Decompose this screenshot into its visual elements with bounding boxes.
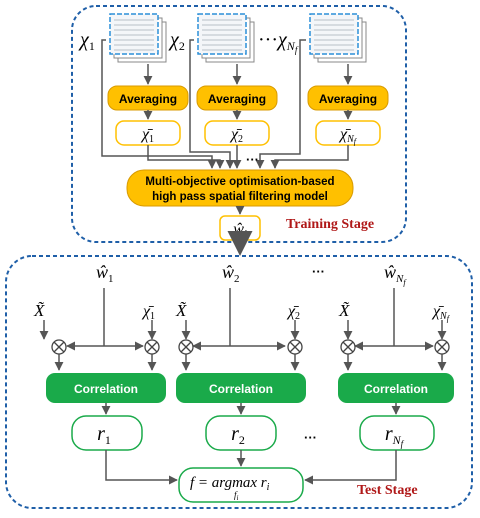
result-label-nf: rNf (385, 423, 405, 449)
test-stage-border (5, 255, 473, 509)
test-template-2: χ̄2 (286, 303, 300, 322)
correlation-label-2: Correlation (209, 382, 273, 396)
multiply-icon (287, 339, 303, 355)
result-label-2: r2 (231, 423, 245, 447)
test-ellipsis-top: ··· (312, 264, 325, 279)
correlation-box-nf (338, 373, 454, 403)
model-label-line1: Multi-objective optimisation-based (145, 176, 334, 188)
training-input-nf: ···χNf (258, 29, 299, 55)
test-filter-2: ŵ2 (222, 262, 240, 285)
training-ellipsis: ··· (246, 152, 259, 167)
decision-formula: f = argmax ri (190, 475, 270, 493)
correlation-label-nf: Correlation (364, 382, 428, 396)
averaging-label-nf: Averaging (319, 92, 377, 106)
decision-under: fi (234, 490, 239, 502)
result-box-nf (359, 415, 435, 451)
decision-box (178, 467, 304, 503)
training-input-2: χ2 (168, 29, 185, 53)
averaging-label-1: Averaging (119, 92, 177, 106)
test-input-x-2: X̃ (175, 301, 187, 320)
test-filter-nf: ŵNf (384, 262, 407, 287)
multiply-icon (178, 339, 194, 355)
test-stage-label: Test Stage (357, 483, 418, 498)
training-input-1: χ1 (78, 29, 95, 53)
multiply-icon (51, 339, 67, 355)
test-filter-1: ŵ1 (96, 262, 114, 285)
test-ellipsis-bottom: ··· (304, 430, 317, 445)
test-template-1: χ̄1 (141, 303, 155, 322)
test-input-x-nf: X̃ (338, 301, 350, 320)
training-stage-border (71, 5, 407, 243)
eeg-data-icon (197, 13, 255, 63)
correlation-label-1: Correlation (74, 382, 138, 396)
correlation-box-2 (176, 373, 306, 403)
result-label-1: r1 (97, 423, 111, 447)
eeg-data-icon (309, 13, 367, 63)
multiply-icon (340, 339, 356, 355)
model-label-line2: high pass spatial filtering model (152, 191, 328, 203)
eeg-data-icon (109, 13, 167, 63)
test-template-nf: χ̄Nf (431, 303, 451, 323)
result-box-1 (71, 415, 143, 451)
averaging-label-2: Averaging (208, 92, 266, 106)
test-input-x-1: X̃ (33, 301, 45, 320)
multiply-icon (434, 339, 450, 355)
correlation-box-1 (46, 373, 166, 403)
training-stage-label: Training Stage (286, 217, 374, 232)
multiply-icon (144, 339, 160, 355)
